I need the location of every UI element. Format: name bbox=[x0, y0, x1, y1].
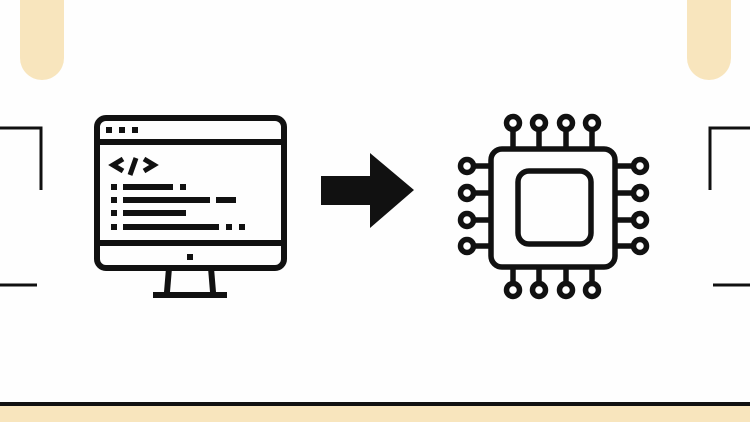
chip-pin-pad bbox=[630, 183, 650, 203]
chip-pin-pad bbox=[556, 280, 576, 300]
chip-pin-pad bbox=[457, 210, 477, 230]
code-monitor-icon bbox=[94, 115, 287, 298]
chip-pin-pad bbox=[457, 236, 477, 256]
chip-pin-pad bbox=[529, 280, 549, 300]
chip-pin-pad bbox=[630, 156, 650, 176]
bottom-divider-line bbox=[0, 402, 750, 406]
chip-pin-pad bbox=[582, 280, 602, 300]
cpu-chip-icon bbox=[457, 113, 650, 300]
chip-pin-pad bbox=[630, 210, 650, 230]
chip-pin-pad bbox=[630, 236, 650, 256]
left-bracket-frame bbox=[0, 126, 43, 287]
chip-pin-pad bbox=[556, 113, 576, 133]
chip-pin-pad bbox=[457, 156, 477, 176]
bottom-beige-band bbox=[0, 406, 750, 422]
chip-pin-pad bbox=[582, 113, 602, 133]
right-bracket-frame bbox=[708, 126, 750, 287]
decorative-pill-right bbox=[687, 0, 731, 80]
chip-pin-pad bbox=[529, 113, 549, 133]
chip-pin-pad bbox=[503, 113, 523, 133]
chip-pin-pad bbox=[457, 183, 477, 203]
arrow-right-icon bbox=[321, 153, 414, 228]
decorative-pill-left bbox=[20, 0, 64, 80]
chip-pin-pad bbox=[503, 280, 523, 300]
